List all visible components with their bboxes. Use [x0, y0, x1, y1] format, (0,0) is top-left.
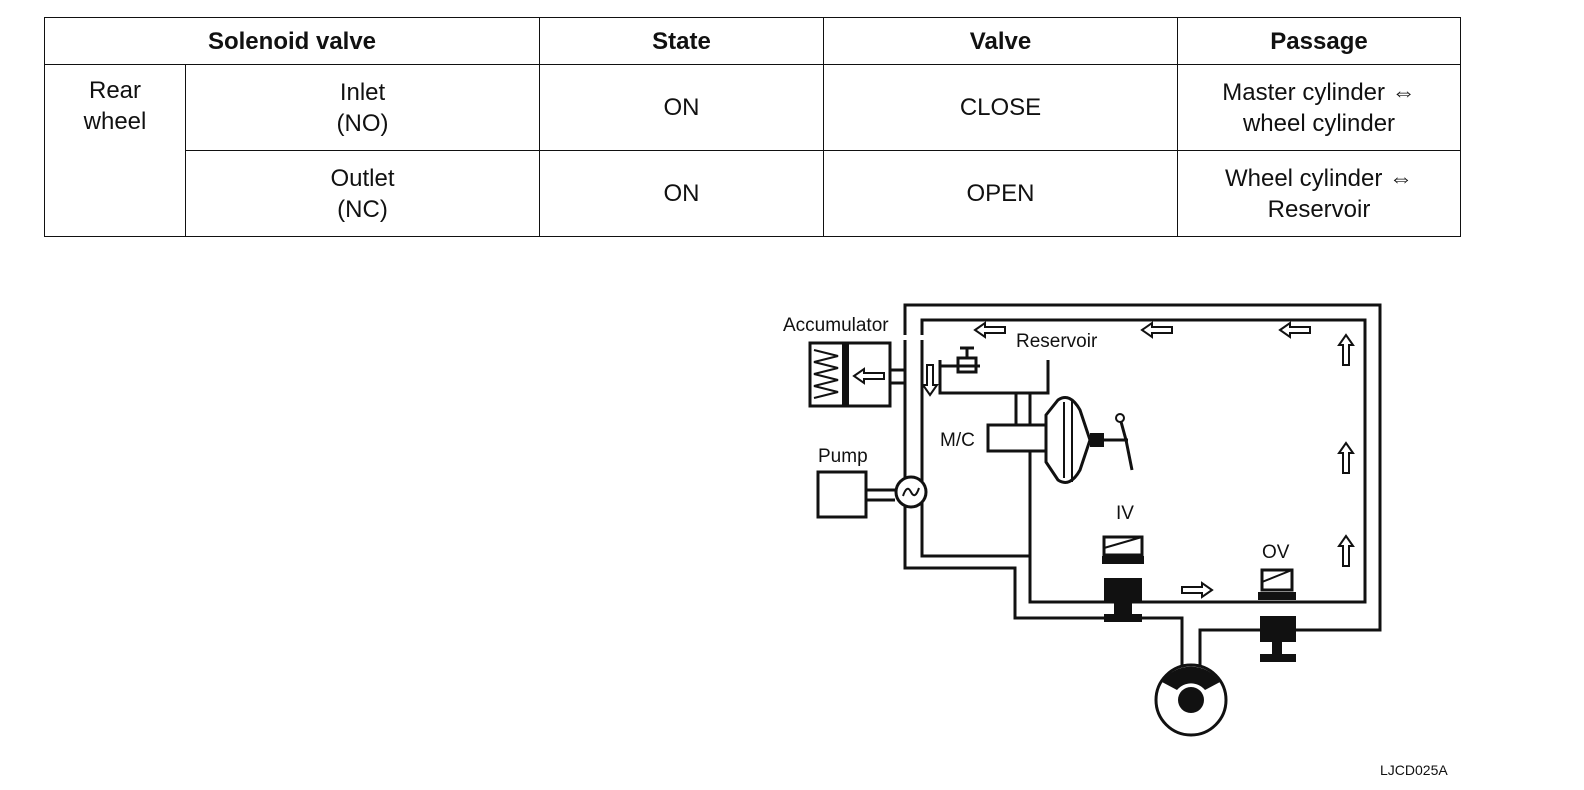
inlet-valve-label: IV	[1116, 503, 1134, 524]
pump-icon	[816, 470, 928, 519]
flow-arrow-down-icon	[922, 364, 938, 396]
valve-name-line1: Outlet	[330, 164, 395, 192]
flow-arrow-right-icon	[1181, 582, 1213, 598]
brake-line-circuit	[866, 303, 1382, 668]
flow-arrow-left-icon	[1279, 322, 1311, 338]
flow-arrow-left-icon	[974, 322, 1006, 338]
group-cell-rear-wheel: Rear wheel	[44, 64, 186, 237]
group-line1: Rear	[88, 77, 142, 104]
flow-arrow-up-icon	[1338, 334, 1354, 366]
master-cylinder-label: M/C	[940, 430, 975, 451]
flow-arrow-left-icon	[1141, 322, 1173, 338]
reservoir-icon	[938, 346, 1050, 425]
passage-cell: Wheel cylinder ⇔ Reservoir	[1177, 150, 1461, 237]
group-line2: wheel	[83, 108, 147, 135]
valve-status-cell: OPEN	[823, 150, 1178, 237]
passage-line1: Master cylinder ⇔	[1222, 78, 1416, 106]
outlet-valve-label: OV	[1262, 542, 1290, 563]
figure-code: LJCD025A	[1380, 762, 1448, 778]
table-row: Rear wheel Inlet (NO) ON CLOSE Master cy…	[44, 64, 1461, 237]
pump-label: Pump	[818, 446, 868, 467]
table-row: Outlet (NC) ON OPEN Wheel cylinder ⇔ Res…	[45, 150, 1461, 237]
inlet-valve-icon	[1102, 535, 1144, 622]
valve-name-cell: Inlet (NO)	[185, 64, 540, 151]
valve-name-line1: Inlet	[339, 78, 386, 106]
valve-name-line2: (NO)	[336, 109, 389, 137]
accumulator-label: Accumulator	[783, 315, 889, 336]
header-solenoid-valve: Solenoid valve	[44, 17, 540, 65]
passage-line2: Reservoir	[1267, 195, 1371, 223]
flow-arrows	[974, 322, 1354, 598]
passage-cell: Master cylinder ⇔ wheel cylinder	[1177, 64, 1461, 151]
passage-line2: wheel cylinder	[1242, 109, 1396, 137]
state-cell: ON	[539, 150, 824, 237]
outlet-valve-icon	[1258, 568, 1296, 662]
header-valve: Valve	[823, 17, 1178, 65]
solenoid-valve-table: Solenoid valve State Valve Passage Rear …	[44, 17, 1461, 237]
reservoir-label: Reservoir	[1016, 331, 1098, 352]
master-cylinder-booster-icon	[986, 396, 1134, 484]
flow-arrow-up-icon	[1338, 535, 1354, 567]
passage-line1: Wheel cylinder ⇔	[1224, 164, 1414, 192]
wheel-cylinder-icon	[1154, 663, 1228, 737]
valve-name-line2: (NC)	[337, 195, 388, 223]
valve-name-cell: Outlet (NC)	[185, 150, 540, 237]
header-state: State	[539, 17, 824, 65]
valve-status-cell: CLOSE	[823, 64, 1178, 151]
flow-arrow-up-icon	[1338, 442, 1354, 474]
accumulator-icon	[808, 341, 892, 408]
